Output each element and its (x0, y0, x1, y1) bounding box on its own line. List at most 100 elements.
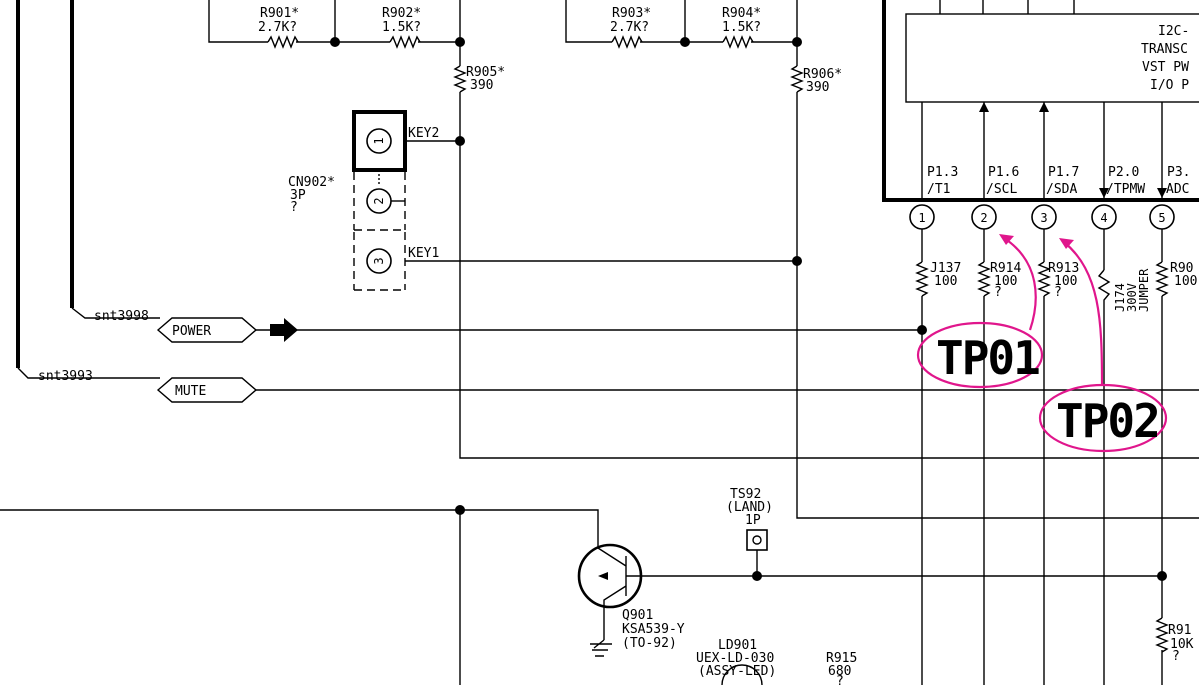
ic-pin3-top: P1.7 (1048, 165, 1079, 180)
wire-top-mid-rail (565, 0, 798, 66)
ic-pin4-number: 4 (1100, 211, 1107, 225)
ic-arrow-icon (1157, 188, 1167, 198)
ic-pin4-top: P2.0 (1108, 165, 1139, 180)
mute-signal-tag (156, 377, 258, 403)
r915-value: 680 (828, 664, 851, 679)
cn902-mark: ? (290, 200, 298, 215)
mute-net-name: snt3993 (38, 369, 93, 384)
r903-name: R903* (612, 6, 651, 21)
key1-label: KEY1 (408, 246, 439, 261)
cn902-pin1-circle (366, 128, 392, 154)
tp01-label: TP01 (936, 331, 1039, 385)
ic-desc-line-4: I/O P (1150, 78, 1189, 93)
junction-dot (792, 37, 802, 47)
ic-pin3-bottom: /SDA (1046, 182, 1077, 197)
ld901-part: UEX-LD-030 (696, 651, 774, 666)
r905-value: 390 (470, 78, 493, 93)
junction-dot (1157, 571, 1167, 581)
ic-pin2-bottom: /SCL (986, 182, 1017, 197)
q901-name: Q901 (622, 608, 653, 623)
tp02-label: TP02 (1056, 394, 1159, 448)
ic-desc-line-3: VST PW (1142, 60, 1189, 75)
r914-mark: ? (994, 285, 1002, 300)
resistor-r914-zigzag (977, 261, 991, 297)
ic-arrow-icon (1039, 102, 1049, 112)
ic-pin-separators (921, 102, 1163, 200)
resistor-r906-zigzag (790, 65, 804, 93)
power-direction-arrow-icon (270, 318, 298, 342)
cn902-pins: 3P (290, 188, 306, 203)
ic-pin2-top: P1.6 (988, 165, 1019, 180)
resistor-r90x-zigzag (1155, 261, 1169, 297)
junction-dot (330, 37, 340, 47)
resistor-r904-zigzag (722, 35, 754, 49)
ic-pin2-number: 2 (980, 211, 987, 225)
tp01-bubble (916, 321, 1044, 389)
q901-part: KSA539-Y (622, 622, 685, 637)
resistor-r903-zigzag (611, 35, 643, 49)
j137-value: 100 (934, 274, 957, 289)
tp02-leader-line (1063, 241, 1104, 386)
r913-value: 100 (1054, 274, 1077, 289)
junction-dot (680, 37, 690, 47)
ic-outline (882, 0, 1199, 202)
r906-value: 390 (806, 80, 829, 95)
ic-pin3-number: 3 (1040, 211, 1047, 225)
r901-name: R901* (260, 6, 299, 21)
ic-pin1-number: 1 (918, 211, 925, 225)
r91x-value: 10K (1170, 637, 1194, 652)
ground-symbol-icon (590, 639, 612, 657)
ts92-name: TS92 (730, 487, 761, 502)
cn902-pin3-number: 3 (372, 257, 386, 264)
wire-mute-entry (17, 367, 160, 379)
wire-r906-down (796, 92, 1199, 519)
resistor-r913-zigzag (1037, 261, 1051, 297)
ld901-name: LD901 (718, 638, 757, 653)
ic-top-stubs (939, 0, 1075, 14)
jumper-j174-symbol (1097, 269, 1111, 304)
ts92-pad (746, 529, 768, 551)
ts92-sub: (LAND) (726, 500, 773, 515)
cn902-pin3-circle (366, 248, 392, 274)
ts92-pad-hole (752, 535, 762, 545)
resistor-r905-zigzag (453, 65, 467, 93)
r91x-name: R91 (1168, 623, 1191, 638)
tp02-bubble (1038, 383, 1168, 453)
resistor-r91x-zigzag (1155, 617, 1169, 653)
r913-name: R913 (1048, 261, 1079, 276)
cn902-pin1-number: 1 (372, 137, 386, 144)
j174-name: J174 (1113, 283, 1127, 312)
ic-arrow-icon (979, 102, 989, 112)
cn902-pin2-number: 2 (372, 197, 386, 204)
resistor-j137-zigzag (915, 261, 929, 297)
r901-value: 2.7K? (258, 20, 297, 35)
r914-value: 100 (994, 274, 1017, 289)
j174-note: JUMPER (1137, 268, 1151, 312)
r90x-value: 100 (1174, 274, 1197, 289)
r904-name: R904* (722, 6, 761, 21)
ld901-assy: (ASSY-LED) (698, 664, 776, 679)
q901-package: (TO-92) (622, 636, 677, 651)
resistor-r901-zigzag (267, 35, 299, 49)
tp02-arrow-icon (1059, 238, 1074, 249)
r915-name: R915 (826, 651, 857, 666)
ic-description-box (905, 13, 1199, 103)
j174-value: 300V (1125, 283, 1139, 312)
r902-value: 1.5K? (382, 20, 421, 35)
ld901-led-outline (721, 664, 763, 685)
r902-name: R902* (382, 6, 421, 21)
mute-signal-label: MUTE (175, 384, 206, 399)
tp01-arrow-icon (999, 234, 1014, 245)
resistor-r902-zigzag (389, 35, 421, 49)
wire-power-entry (71, 307, 160, 319)
r905-name: R905* (466, 65, 505, 80)
junction-dot (455, 37, 465, 47)
r914-name: R914 (990, 261, 1021, 276)
ic-pin5-bottom: ADC (1166, 182, 1189, 197)
r91x-mark: ? (1172, 649, 1180, 664)
ic-pin1-bottom: /T1 (927, 182, 950, 197)
ic-arrow-icon (1099, 188, 1109, 198)
key2-label: KEY2 (408, 126, 439, 141)
r906-name: R906* (803, 67, 842, 82)
cn902-name: CN902* (288, 175, 335, 190)
